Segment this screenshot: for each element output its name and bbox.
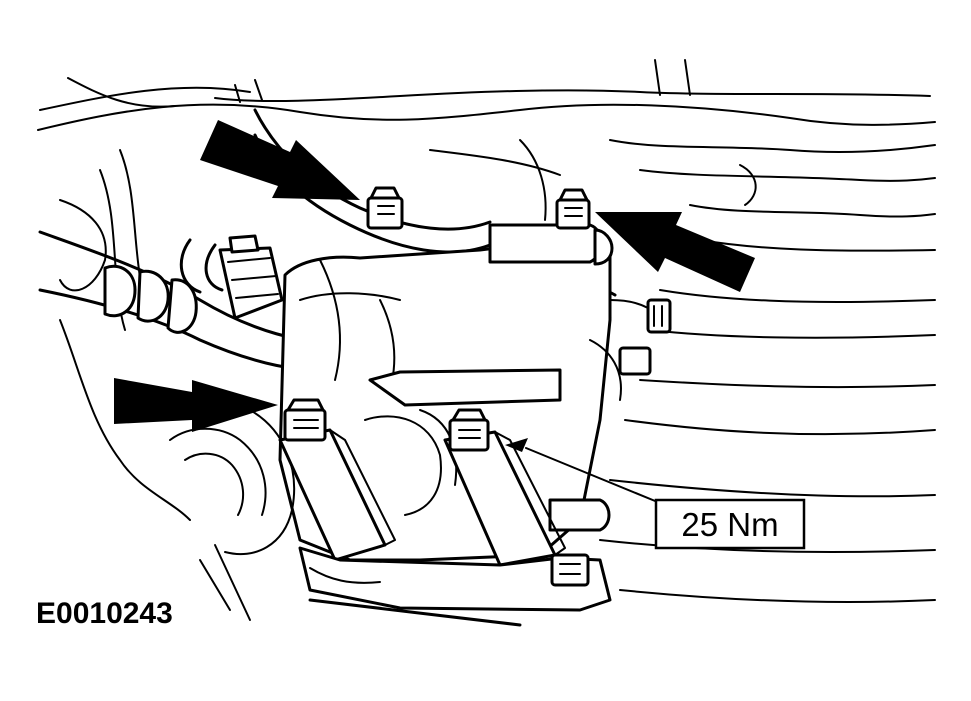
- figure-id: E0010243: [36, 597, 173, 630]
- arrow-top-left-icon: [200, 120, 360, 200]
- arrow-mid-right-icon: [505, 438, 528, 452]
- bolt-bottom-icon: [550, 553, 590, 587]
- torque-label: 25 Nm: [681, 506, 778, 543]
- bolt-side-right-icon: [646, 298, 672, 334]
- callout-leader: [525, 447, 661, 504]
- bolt-top-left-icon: [366, 186, 404, 230]
- pulley-housing: [159, 400, 296, 556]
- base-plate: [298, 546, 612, 627]
- bolt-mid-left-icon: [283, 398, 327, 442]
- bolt-mid-right-icon: [448, 408, 490, 452]
- bolt-top-right-icon: [555, 188, 591, 230]
- arrow-top-right-icon: [595, 212, 755, 292]
- mount-assembly: [278, 223, 666, 562]
- arrow-mid-left-icon: [114, 378, 278, 432]
- torque-callout: 25 Nm: [654, 498, 806, 550]
- bolt-lower-right-icon: [618, 346, 652, 376]
- connector: [218, 234, 284, 320]
